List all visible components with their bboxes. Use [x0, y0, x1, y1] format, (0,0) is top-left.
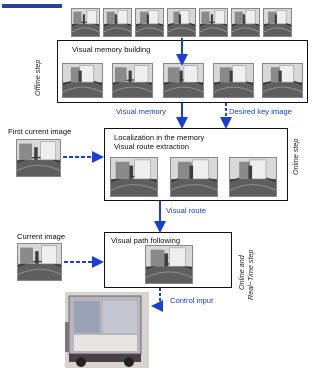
camera-image	[232, 9, 259, 36]
video-frame-3	[135, 8, 164, 37]
camera-image	[230, 158, 276, 196]
online-step-label: Online step	[292, 139, 300, 175]
key-image-1	[62, 63, 103, 98]
camera-image	[111, 158, 157, 196]
offline-step-label: Offline step	[34, 60, 42, 96]
arrow-control-input	[153, 288, 160, 306]
video-frame-7	[263, 8, 292, 37]
video-frame-4	[167, 8, 196, 37]
visual-path-following-label: Visual path following	[111, 236, 180, 245]
video-frame-6	[231, 8, 260, 37]
current-image-label: Current image	[17, 232, 65, 241]
cropped-title-fragment	[2, 0, 202, 3]
path-image	[145, 245, 193, 284]
key-image-4	[213, 63, 254, 98]
camera-image	[113, 64, 152, 97]
key-image-5	[262, 63, 303, 98]
camera-image	[214, 64, 253, 97]
route-image-2	[170, 157, 218, 197]
vehicle-photo	[65, 292, 149, 368]
camera-image	[164, 64, 203, 97]
current-image	[17, 243, 62, 281]
first-current-image	[16, 139, 61, 177]
camera-image	[63, 64, 102, 97]
visual-memory-building-label: Visual memory building	[72, 45, 150, 54]
camera-image	[136, 9, 163, 36]
camera-image	[18, 244, 61, 280]
visual-memory-label: Visual memory	[116, 107, 166, 116]
camera-image	[168, 9, 195, 36]
camera-image	[171, 158, 217, 196]
key-image-3	[163, 63, 204, 98]
camera-image	[146, 246, 192, 283]
control-input-label: Control input	[170, 296, 213, 305]
visual-route-label: Visual route	[166, 206, 206, 215]
key-image-2	[112, 63, 153, 98]
route-image-1	[110, 157, 158, 197]
camera-image	[200, 9, 227, 36]
desired-key-image-label: Desired key image	[229, 107, 292, 116]
route-image-3	[229, 157, 277, 197]
visual-route-extraction-label: Visual route extraction	[114, 142, 189, 151]
first-current-image-label: First current image	[8, 127, 71, 136]
online-realtime-label-2: Real−Time step	[247, 250, 255, 300]
video-frame-5	[199, 8, 228, 37]
camera-image	[263, 64, 302, 97]
camera-image	[264, 9, 291, 36]
camera-image	[17, 140, 60, 176]
video-frame-2	[103, 8, 132, 37]
localization-label: Localization in the memory	[114, 133, 204, 142]
camera-image	[72, 9, 99, 36]
online-realtime-label-1: Online and	[238, 255, 246, 290]
video-frame-1	[71, 8, 100, 37]
camera-image	[104, 9, 131, 36]
